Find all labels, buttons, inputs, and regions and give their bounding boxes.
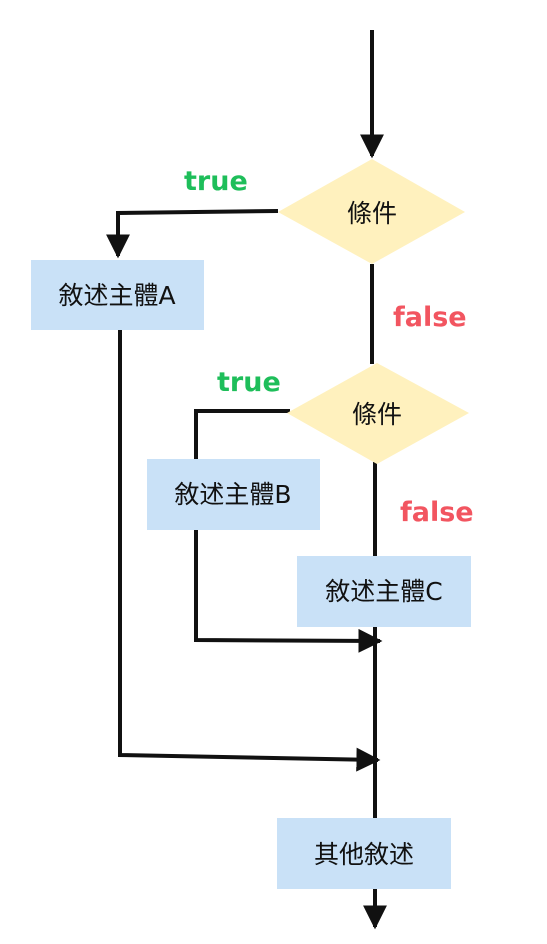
condition-1-true-label: true — [184, 166, 248, 197]
statement-c-label: 敘述主體C — [325, 577, 442, 606]
statement-b-box: 敘述主體B — [147, 459, 320, 530]
other-statements-label: 其他敘述 — [314, 840, 414, 869]
condition-1-true-arrow — [106, 209, 279, 259]
condition-1-diamond — [278, 159, 465, 264]
condition-1-false-label: false — [393, 302, 467, 333]
other-statements-box: 其他敘述 — [277, 818, 451, 889]
condition-2-diamond — [287, 363, 469, 464]
statement-b-label: 敘述主體B — [174, 480, 291, 509]
statement-c-rect — [297, 556, 471, 627]
statement-a-box: 敘述主體A — [31, 260, 204, 330]
condition-2-false-label: false — [400, 497, 474, 528]
condition-1-label: 條件 — [347, 199, 397, 228]
statement-a-label: 敘述主體A — [58, 281, 175, 310]
statement-a-merge-arrow — [118, 330, 381, 772]
connectors — [106, 30, 387, 930]
condition-2-label: 條件 — [352, 400, 402, 429]
condition-2-true-line — [194, 409, 290, 459]
condition-2-decision: 條件 — [287, 363, 469, 464]
statement-c-box: 敘述主體C — [297, 556, 471, 627]
condition-1-decision: 條件 — [278, 159, 465, 264]
other-statements-rect — [277, 818, 451, 889]
condition-2-true-label: true — [217, 367, 281, 398]
statement-b-rect — [147, 459, 320, 530]
statement-a-rect — [31, 260, 204, 330]
statement-b-merge-arrow — [194, 530, 383, 653]
